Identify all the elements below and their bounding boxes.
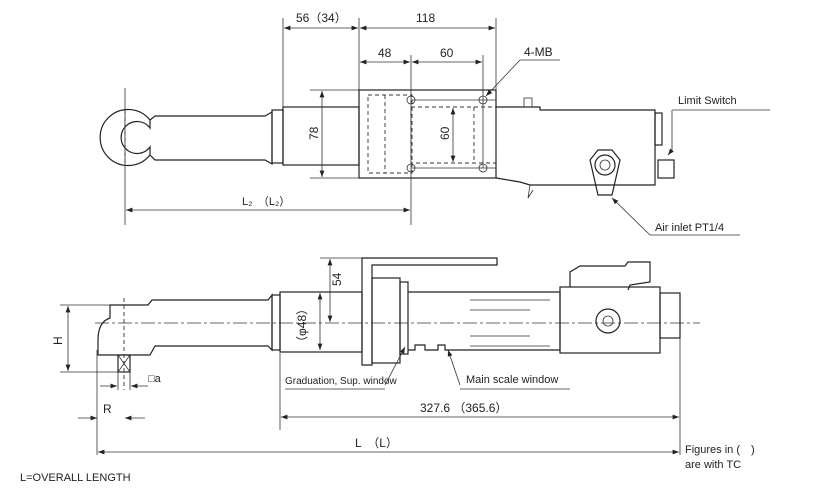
dim-56: 56（34） [296,11,347,25]
dim-60-horizontal: 60 [440,46,454,60]
dim-h: H [51,336,65,345]
wrench-hook [99,108,151,167]
head [495,106,656,186]
dim-l2: L₂ （L₂） [242,195,290,208]
label-limit-switch: Limit Switch [678,95,737,107]
label-main-scale-window: Main scale window [466,374,558,386]
dim-phi48: （φ48） [295,303,309,348]
limit-switch [654,112,663,146]
dim-a: □a [148,373,162,385]
top-view: 56（34） 118 48 60 78 60 L₂ （L₂） 4-MB Limi… [99,11,770,236]
wrench-head [97,293,273,356]
dim-327-6: 327.6 （365.6） [420,401,507,415]
dim-60-vertical: 60 [438,126,452,140]
dim-l: L （L） [355,436,398,450]
label-air-inlet: Air inlet PT1/4 [655,222,724,234]
end-cap [659,292,681,339]
label-graduation-window: Graduation, Sup. window [285,376,398,387]
body [282,106,360,166]
label-4mb: 4-MB [524,45,553,59]
motor [559,286,661,354]
side-view: 54 （φ48） H □a R 327.6 （365.6） L （L） Grad… [51,257,700,455]
dim-48: 48 [378,46,392,60]
handle [149,110,273,166]
dim-118: 118 [416,11,435,25]
dim-r: R [103,402,112,416]
dim-54: 54 [330,272,344,286]
dim-78: 78 [307,126,321,140]
note-overall-length: L=OVERALL LENGTH [20,472,131,484]
adjust-handle [361,257,498,366]
note-figures-line1: Figures in ( ) [685,444,755,456]
air-inlet [589,149,621,196]
note-figures-line2: are with TC [685,459,741,471]
mount-block [358,89,497,179]
